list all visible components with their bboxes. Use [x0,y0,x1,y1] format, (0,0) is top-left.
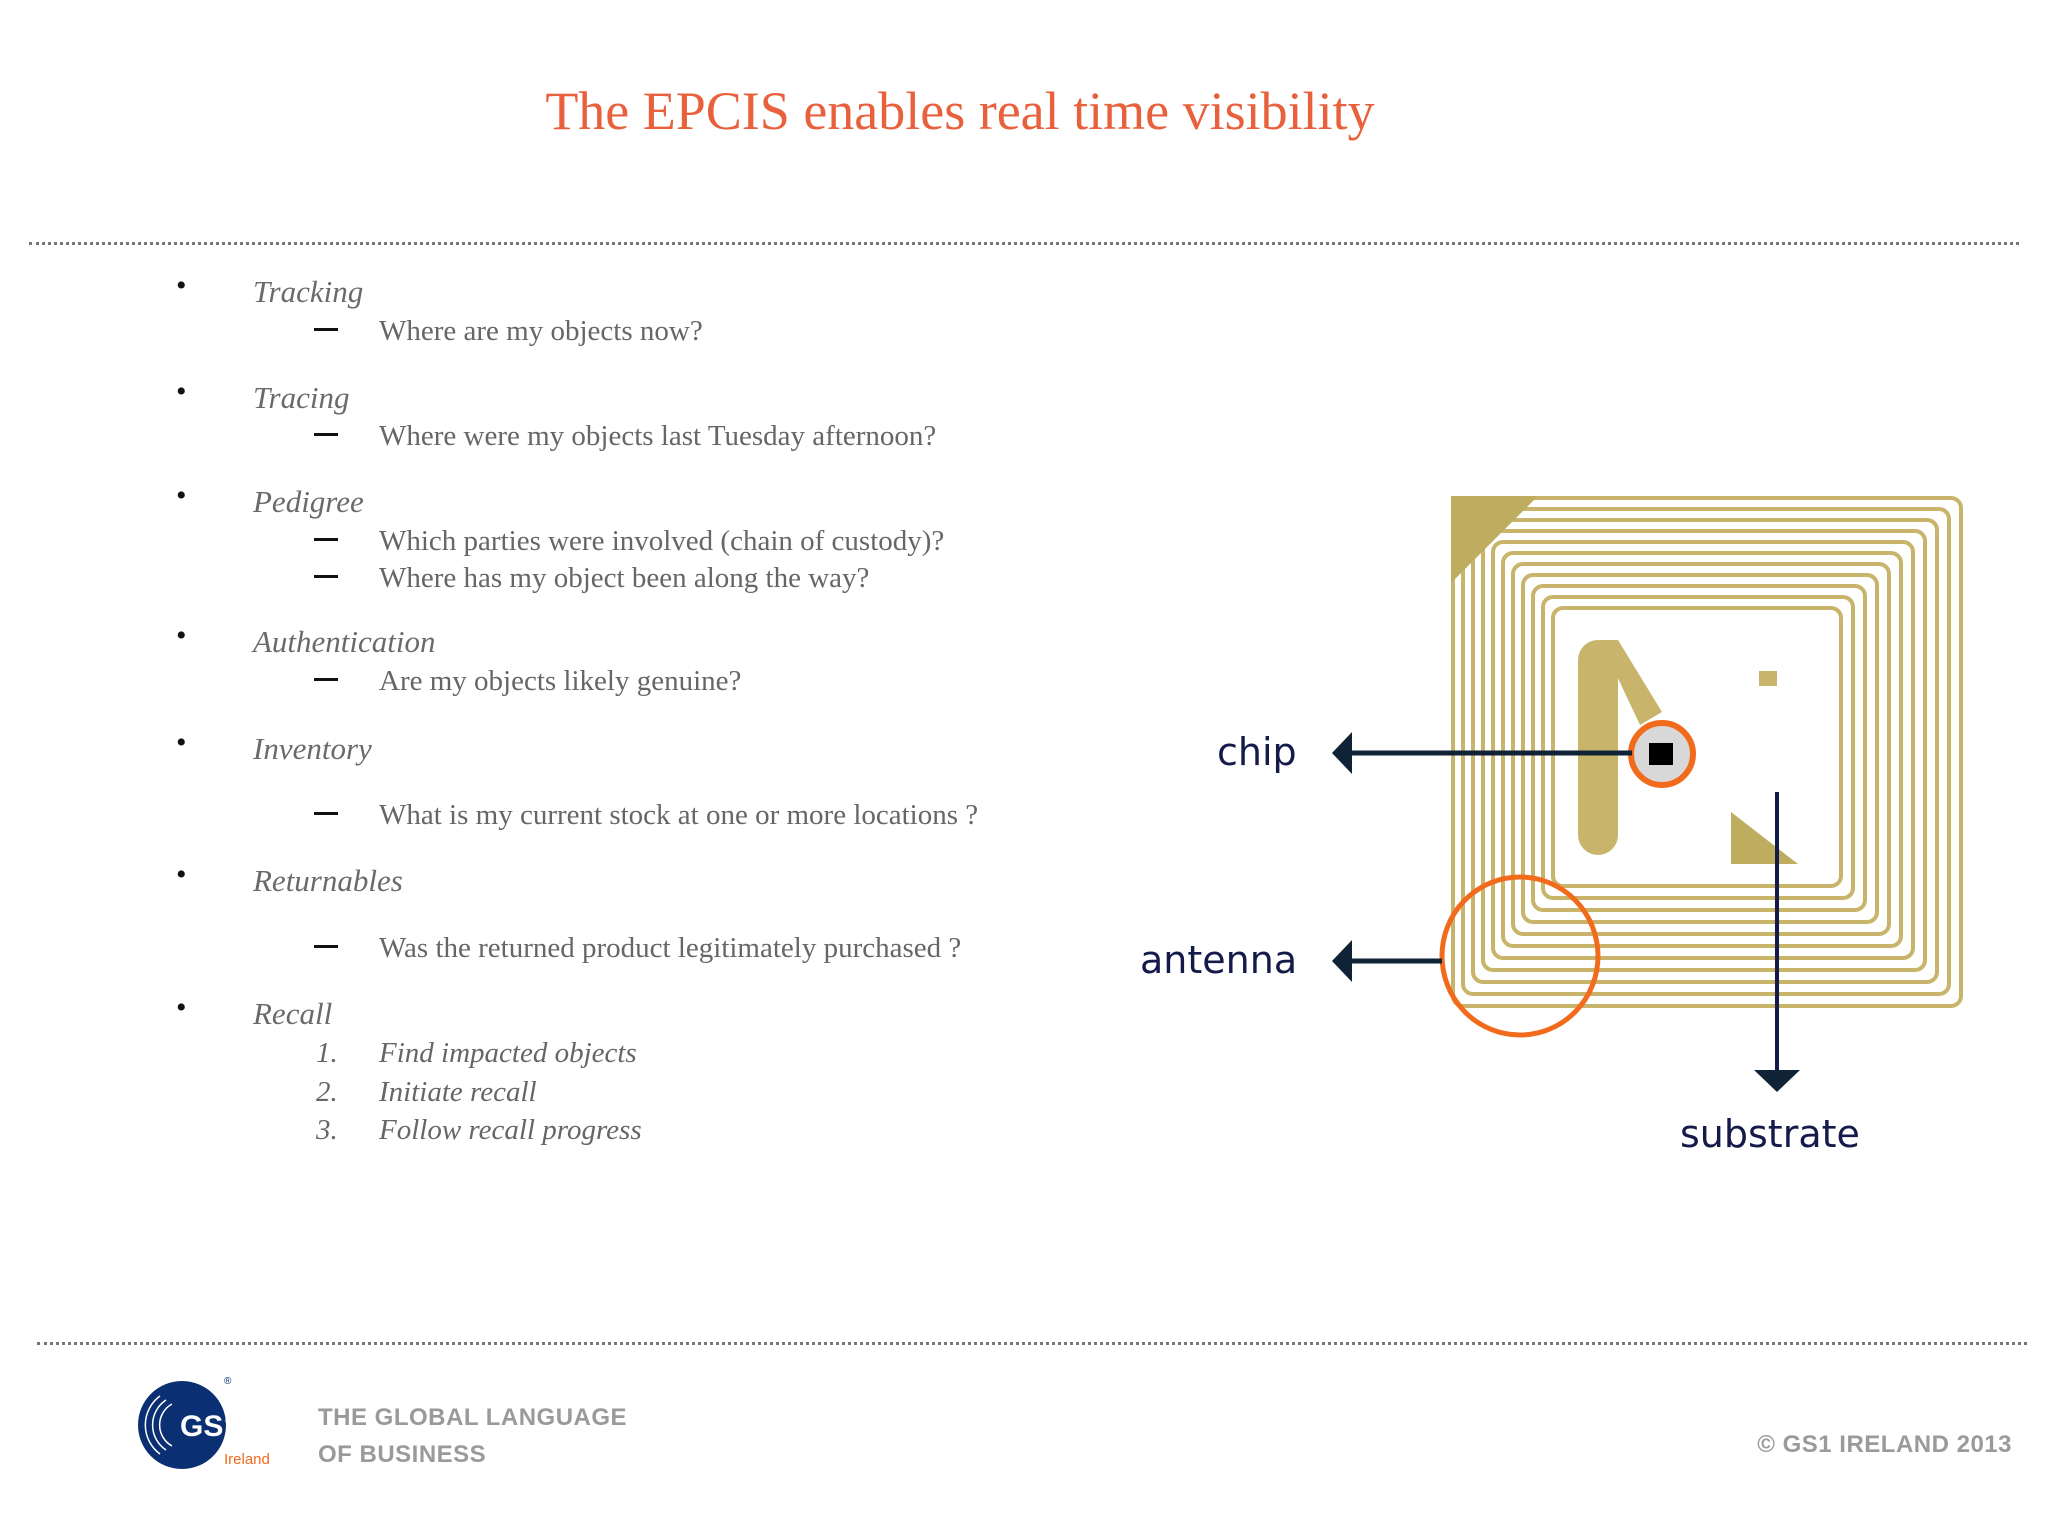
antenna-coil [1531,584,1867,912]
chip-icon [1649,743,1673,765]
bullet-icon: • [176,269,187,302]
sub-item: Where were my objects last Tuesday after… [379,420,937,452]
tagline-line-2: OF BUSINESS [318,1441,487,1468]
bullet-heading: Authentication [253,624,436,659]
antenna-arrow-head [1332,940,1352,982]
tagline-line-1: THE GLOBAL LANGUAGE [318,1404,628,1431]
list-number: 1. [316,1037,338,1069]
dash-icon [314,538,338,541]
sub-item: Was the returned product legitimately pu… [379,932,962,964]
antenna-coil [1501,551,1903,948]
dash-icon [314,433,338,436]
antenna-pad [1759,671,1777,686]
bullet-heading: Recall [253,996,333,1031]
bottom-divider [37,1342,2027,1345]
dash-icon [314,575,338,578]
dash-icon [314,678,338,681]
slide-title: The EPCIS enables real time visibility [545,81,1375,141]
numbered-item: Follow recall progress [379,1114,642,1146]
substrate-arrow-head [1754,1070,1800,1092]
sub-item: What is my current stock at one or more … [379,799,979,831]
bullet-icon: • [176,991,187,1024]
bullet-heading: Tracing [253,380,350,415]
logo-text: GS1 [180,1410,240,1443]
bullet-heading: Inventory [253,731,372,766]
bullet-heading: Tracking [253,274,364,309]
antenna-coil [1541,595,1855,900]
copyright: © GS1 IRELAND 2013 [1757,1431,2012,1458]
bullet-icon: • [176,375,187,408]
chip-arrow-head [1332,732,1352,774]
dash-icon [314,945,338,948]
antenna-bridge-diagonal [1600,640,1662,725]
antenna-coil [1551,606,1843,888]
sub-item: Which parties were involved (chain of cu… [379,525,945,557]
bullet-icon: • [176,858,187,891]
antenna-coil [1491,540,1915,960]
antenna-label: antenna [1140,938,1298,982]
bullet-icon: • [176,619,187,652]
antenna-coil [1521,573,1879,924]
logo-sub: Ireland [224,1451,270,1468]
antenna-corner [1451,496,1538,583]
svg-text:®: ® [224,1376,232,1387]
list-number: 3. [316,1114,338,1146]
dash-icon [314,328,338,331]
substrate-label: substrate [1680,1112,1860,1156]
sub-item: Are my objects likely genuine? [379,665,742,697]
bullet-heading: Pedigree [253,484,364,519]
numbered-item: Initiate recall [379,1076,537,1108]
antenna-highlight-circle [1439,874,1601,1038]
bullet-icon: • [176,479,187,512]
antenna-triangle [1731,812,1798,864]
antenna-bridge [1578,640,1618,855]
bullet-icon: • [176,726,187,759]
gs1-logo: GS1 ® Ireland [138,1376,270,1469]
sub-item: Where has my object been along the way? [379,562,870,594]
top-divider [29,242,2019,245]
chip-label: chip [1217,730,1297,774]
list-number: 2. [316,1076,338,1108]
numbered-item: Find impacted objects [379,1037,637,1069]
dash-icon [314,812,338,815]
sub-item: Where are my objects now? [379,315,703,347]
bullet-heading: Returnables [253,863,403,898]
antenna-coil [1511,562,1891,936]
